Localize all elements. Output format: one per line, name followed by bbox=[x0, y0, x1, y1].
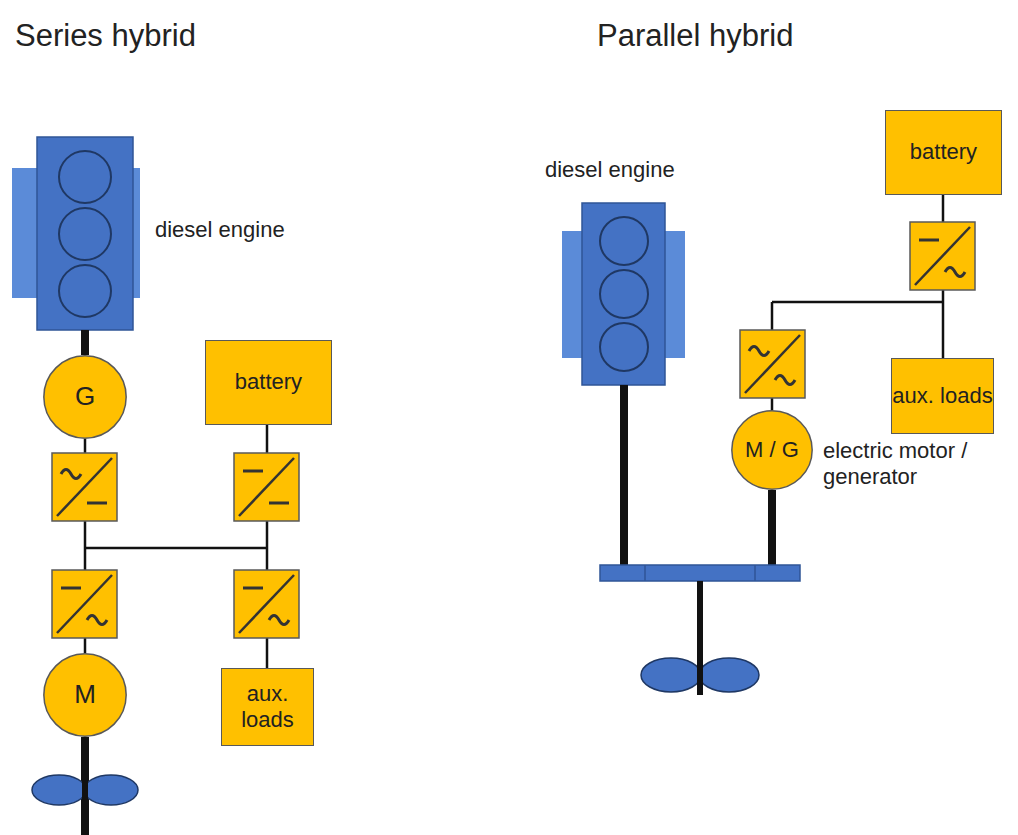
node-text: battery bbox=[235, 369, 302, 395]
engine-drawing bbox=[562, 203, 685, 385]
circle-outline bbox=[44, 356, 126, 438]
converter bbox=[740, 330, 805, 398]
node-text: M bbox=[74, 679, 96, 710]
diagram-heading: Series hybrid bbox=[15, 18, 196, 54]
component-box: aux. loads bbox=[891, 358, 994, 434]
node-text: G bbox=[75, 381, 95, 412]
propeller bbox=[32, 737, 138, 835]
machine-circle: G bbox=[43, 355, 127, 439]
circle-outline bbox=[732, 411, 812, 489]
converter bbox=[52, 453, 117, 521]
diesel-engine: diesel engine bbox=[37, 137, 133, 330]
converter bbox=[234, 453, 299, 521]
circle-outline bbox=[44, 654, 126, 736]
shaft bbox=[81, 330, 89, 355]
node-text: M / G bbox=[745, 437, 799, 463]
node-text: battery bbox=[910, 139, 977, 165]
part-label: diesel engine bbox=[155, 217, 285, 243]
node-text: aux. loads bbox=[892, 383, 992, 409]
text-holder: aux. loads bbox=[892, 359, 993, 433]
text-holder: G bbox=[43, 355, 127, 439]
text-holder: battery bbox=[206, 341, 331, 424]
part-label: diesel engine bbox=[545, 157, 675, 183]
machine-circle: M / Gelectric motor / generator bbox=[731, 410, 813, 490]
gearbox bbox=[600, 565, 800, 581]
text-holder: M / G bbox=[731, 410, 813, 490]
converter bbox=[910, 222, 975, 290]
part-label: electric motor / generator bbox=[823, 438, 1008, 491]
diesel-engine: diesel engine bbox=[582, 203, 665, 385]
converter bbox=[52, 570, 117, 638]
propeller bbox=[641, 581, 759, 695]
text-holder: battery bbox=[886, 111, 1001, 194]
machine-circle: M bbox=[43, 653, 127, 737]
component-box: battery bbox=[885, 110, 1002, 195]
component-box: aux. loads bbox=[221, 668, 314, 746]
text-holder: M bbox=[43, 653, 127, 737]
node-text: aux. loads bbox=[222, 681, 313, 734]
converter bbox=[234, 570, 299, 638]
component-box: battery bbox=[205, 340, 332, 425]
diagram-heading: Parallel hybrid bbox=[597, 18, 793, 54]
engine-drawing bbox=[12, 137, 140, 330]
text-holder: aux. loads bbox=[222, 669, 313, 745]
